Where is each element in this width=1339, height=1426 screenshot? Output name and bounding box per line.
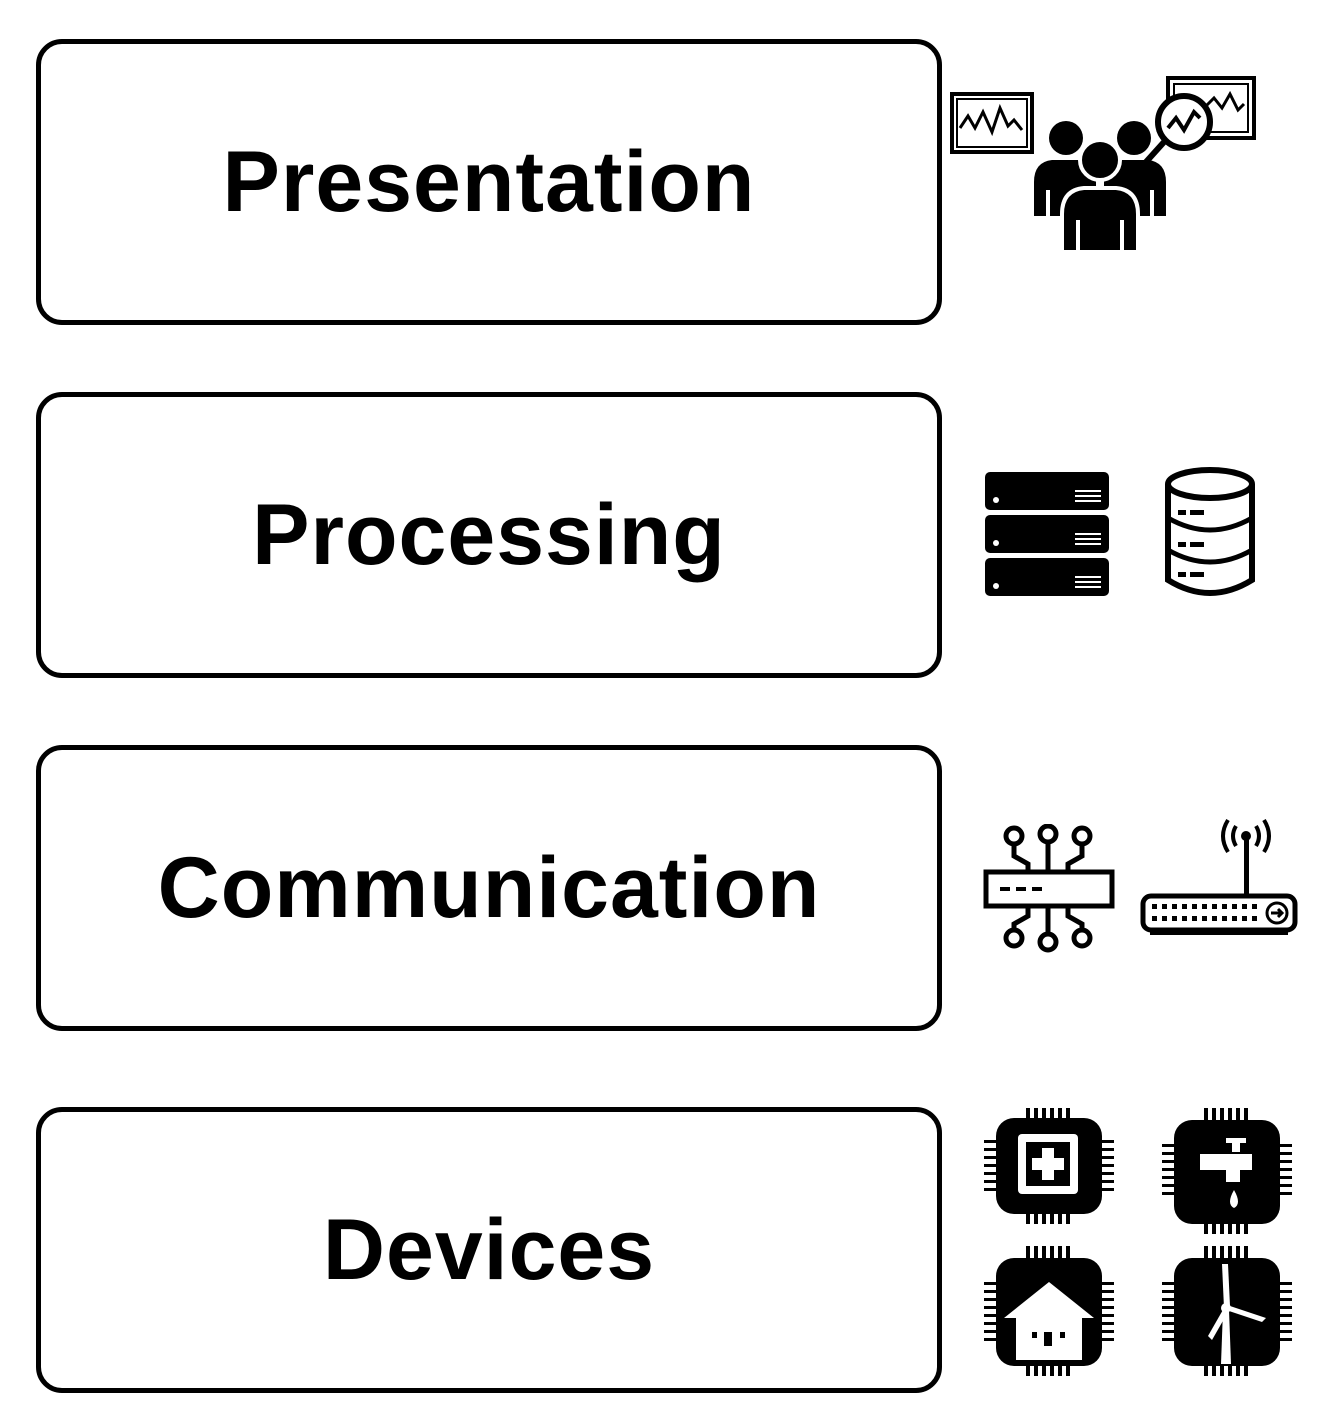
- monitor-chart-icon: [950, 92, 1034, 154]
- wind-turbine-chip-icon: [1160, 1246, 1294, 1378]
- layer-presentation: Presentation: [36, 39, 942, 325]
- water-tap-chip-icon: [1160, 1108, 1294, 1236]
- network-switch-icon: [982, 824, 1116, 956]
- layer-devices: Devices: [36, 1107, 942, 1393]
- smart-home-chip-icon: [982, 1246, 1116, 1378]
- layer-communication: Communication: [36, 745, 942, 1031]
- layer-label: Devices: [322, 1202, 656, 1298]
- layer-label: Communication: [157, 840, 821, 936]
- medical-chip-icon: [982, 1108, 1116, 1224]
- server-rack-icon: [983, 470, 1111, 598]
- wifi-router-icon: [1140, 816, 1298, 938]
- analytics-magnifier-icon: [1140, 92, 1216, 168]
- layer-label: Presentation: [222, 134, 756, 230]
- database-icon: [1164, 466, 1256, 600]
- user-group-icon: [1032, 112, 1168, 252]
- layer-processing: Processing: [36, 392, 942, 678]
- layer-label: Processing: [252, 487, 726, 583]
